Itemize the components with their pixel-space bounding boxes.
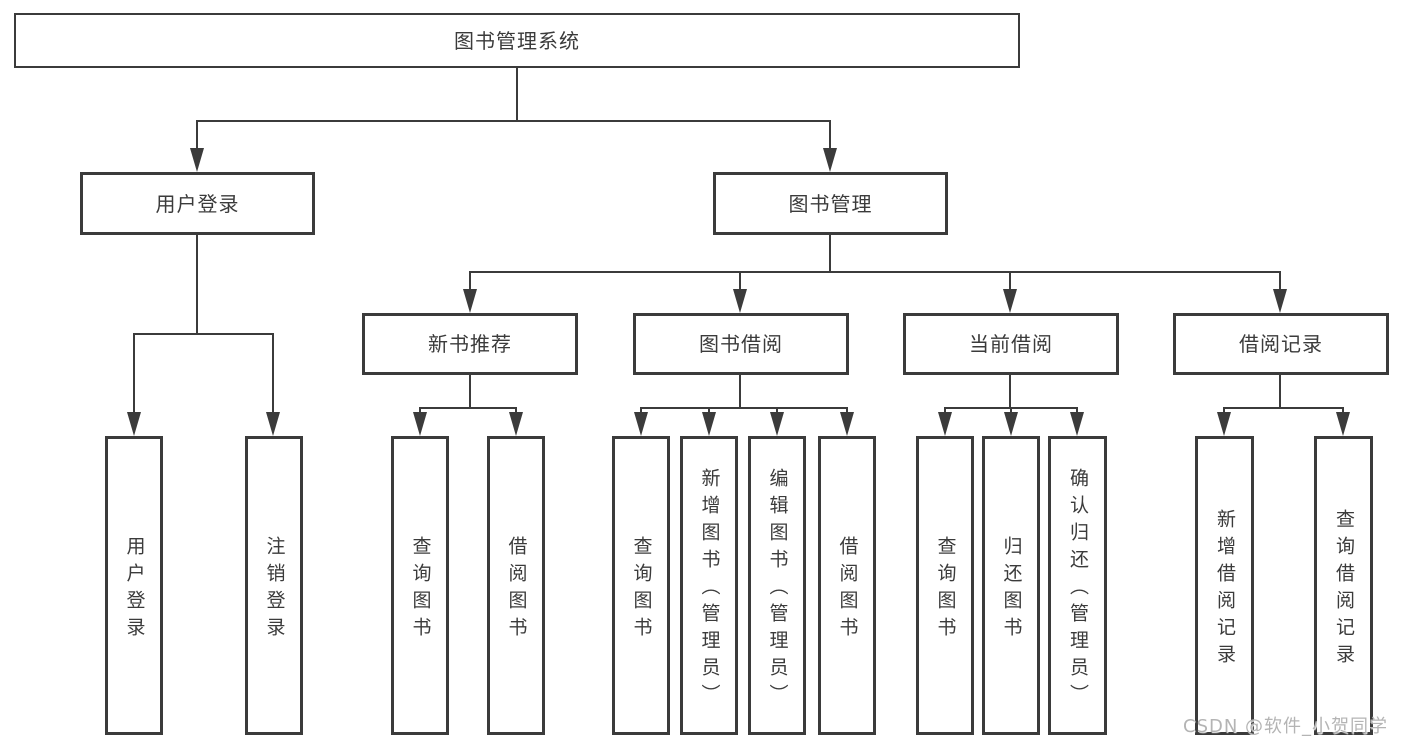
leaf-user-login: 用户登录 bbox=[105, 436, 163, 735]
arrowhead-user-login bbox=[190, 148, 204, 172]
arrowhead-cb-confirm bbox=[1070, 412, 1084, 436]
arrowhead-br-query bbox=[1336, 412, 1350, 436]
node-label-borrowing-records: 借阅记录 bbox=[1239, 332, 1323, 356]
node-label-current-borrowing: 当前借阅 bbox=[969, 332, 1053, 356]
arrowhead-cb-return bbox=[1004, 412, 1018, 436]
leaf-return-books: 归还图书 bbox=[982, 436, 1040, 735]
leaf-add-borrow-record: 新增借阅记录 bbox=[1195, 436, 1254, 735]
arrowhead-nb-borrow bbox=[509, 412, 523, 436]
arrowhead-logout bbox=[266, 412, 280, 436]
node-library-management-system: 图书管理系统 bbox=[14, 13, 1020, 68]
node-label-book-management: 图书管理 bbox=[788, 191, 873, 216]
leaf-label-logout: 注销登录 bbox=[263, 535, 286, 644]
node-user-login: 用户登录 bbox=[80, 172, 315, 235]
arrowhead-bb-borrow bbox=[840, 412, 854, 436]
leaf-label-borrow-books-borrowing: 借阅图书 bbox=[836, 535, 859, 644]
leaf-label-return-books: 归还图书 bbox=[1000, 535, 1023, 644]
arrowhead-borrow-records bbox=[1273, 289, 1287, 313]
leaf-label-query-books-newbooks: 查询图书 bbox=[409, 535, 432, 644]
leaf-confirm-return-admin: 确认归还（管理员） bbox=[1048, 436, 1107, 735]
arrowhead-new-books bbox=[463, 289, 477, 313]
arrowhead-current-borrow bbox=[1003, 289, 1017, 313]
leaf-label-user-login: 用户登录 bbox=[123, 535, 146, 644]
leaf-edit-books-admin: 编辑图书（管理员） bbox=[748, 436, 806, 735]
node-new-book-recommendation: 新书推荐 bbox=[362, 313, 578, 375]
node-label-root: 图书管理系统 bbox=[454, 28, 580, 53]
arrowhead-bb-query bbox=[634, 412, 648, 436]
node-borrowing-records: 借阅记录 bbox=[1173, 313, 1389, 375]
arrowhead-bb-add bbox=[702, 412, 716, 436]
arrowhead-br-add bbox=[1217, 412, 1231, 436]
node-label-user-login: 用户登录 bbox=[155, 191, 240, 216]
leaf-label-add-borrow-record: 新增借阅记录 bbox=[1214, 508, 1236, 671]
arrowhead-book-borrow bbox=[733, 289, 747, 313]
leaf-label-query-books-borrowing: 查询图书 bbox=[630, 535, 653, 644]
leaf-label-add-books-admin: 新增图书（管理员） bbox=[698, 468, 721, 711]
leaf-query-books-borrowing: 查询图书 bbox=[612, 436, 670, 735]
leaf-label-edit-books-admin: 编辑图书（管理员） bbox=[766, 468, 789, 711]
leaf-label-confirm-return-admin: 确认归还（管理员） bbox=[1067, 468, 1089, 711]
node-label-book-borrowing: 图书借阅 bbox=[699, 332, 783, 356]
arrowhead-book-mgmt bbox=[823, 148, 837, 172]
leaf-label-query-borrow-record: 查询借阅记录 bbox=[1333, 508, 1355, 671]
csdn-watermark: CSDN @软件_小贺同学 bbox=[1183, 716, 1389, 737]
leaf-label-query-books-current: 查询图书 bbox=[934, 535, 957, 644]
leaf-borrow-books-newbooks: 借阅图书 bbox=[487, 436, 545, 735]
arrowhead-user-login-leaf bbox=[127, 412, 141, 436]
leaf-query-books-newbooks: 查询图书 bbox=[391, 436, 449, 735]
arrowhead-cb-query bbox=[938, 412, 952, 436]
node-label-new-book-recommendation: 新书推荐 bbox=[428, 332, 512, 356]
node-book-borrowing: 图书借阅 bbox=[633, 313, 849, 375]
leaf-borrow-books-borrowing: 借阅图书 bbox=[818, 436, 876, 735]
leaf-query-books-current: 查询图书 bbox=[916, 436, 974, 735]
leaf-add-books-admin: 新增图书（管理员） bbox=[680, 436, 738, 735]
leaf-label-borrow-books-newbooks: 借阅图书 bbox=[505, 535, 528, 644]
leaf-query-borrow-record: 查询借阅记录 bbox=[1314, 436, 1373, 735]
node-book-management: 图书管理 bbox=[713, 172, 948, 235]
arrowhead-bb-edit bbox=[770, 412, 784, 436]
arrowhead-nb-query bbox=[413, 412, 427, 436]
node-current-borrowing: 当前借阅 bbox=[903, 313, 1119, 375]
leaf-logout: 注销登录 bbox=[245, 436, 303, 735]
